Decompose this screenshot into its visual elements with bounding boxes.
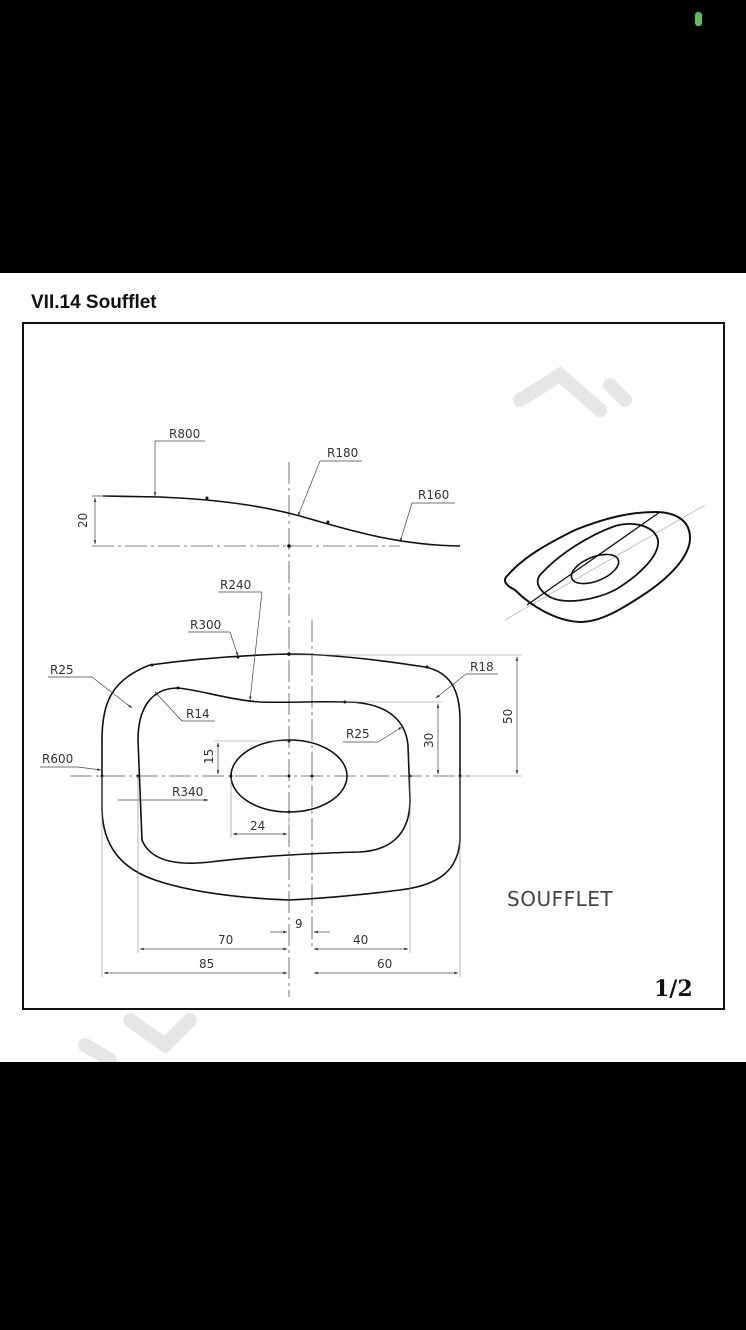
dim-r240: R240 xyxy=(220,578,251,592)
page-number: 1/2 xyxy=(654,976,693,1002)
dim-r25-inner: R25 xyxy=(346,727,370,741)
dim-height-30: 30 xyxy=(422,733,436,748)
dim-height-15: 15 xyxy=(202,749,216,764)
dim-r180: R180 xyxy=(327,446,358,460)
dim-r18: R18 xyxy=(470,660,494,674)
dim-r800: R800 xyxy=(169,427,200,441)
profile-view: 20 R800 R180 R160 xyxy=(76,427,461,997)
document-title: VII.14 Soufflet xyxy=(31,292,157,313)
dim-r340: R340 xyxy=(172,785,203,799)
dim-r160: R160 xyxy=(418,488,449,502)
dim-width-85: 85 xyxy=(199,957,214,971)
drawing-frame xyxy=(22,322,725,1010)
document-page[interactable]: VII.14 Soufflet 20 xyxy=(0,273,746,1062)
dim-r300: R300 xyxy=(190,618,221,632)
dim-r14: R14 xyxy=(186,707,210,721)
dim-height-50: 50 xyxy=(501,709,515,724)
part-label: SOUFFLET xyxy=(507,887,613,911)
dim-r25-outer: R25 xyxy=(50,663,74,677)
bottom-black-bar xyxy=(0,1062,746,1330)
plan-view: R240 R300 R25 R18 R14 R25 50 xyxy=(40,578,522,977)
dim-width-40: 40 xyxy=(353,933,368,947)
status-indicator-icon xyxy=(695,12,702,26)
top-black-bar xyxy=(0,0,746,273)
dim-r600: R600 xyxy=(42,752,73,766)
isometric-view xyxy=(503,504,706,624)
dim-width-24: 24 xyxy=(250,819,265,833)
dim-width-60: 60 xyxy=(377,957,392,971)
technical-drawing: 20 R800 R180 R160 xyxy=(40,366,706,1062)
dim-width-70: 70 xyxy=(218,933,233,947)
dim-width-9: 9 xyxy=(295,917,303,931)
dim-height-20: 20 xyxy=(76,513,90,528)
watermark xyxy=(78,366,632,1062)
